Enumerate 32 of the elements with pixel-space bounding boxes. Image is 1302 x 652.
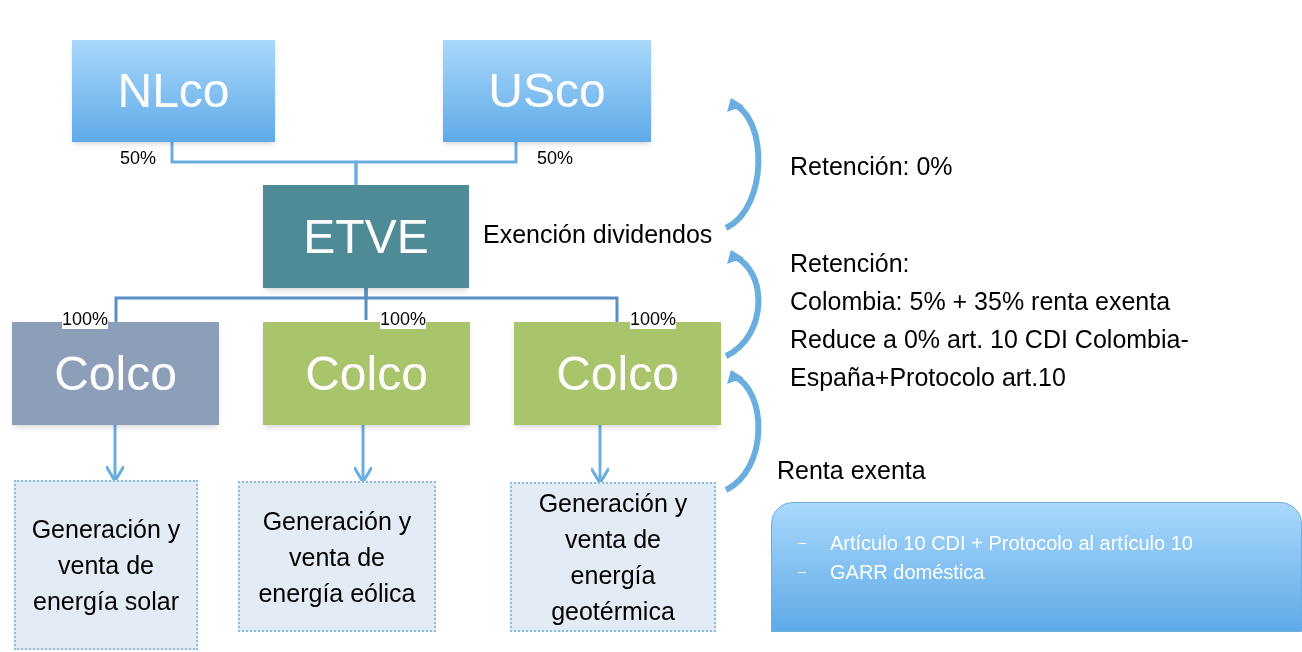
list-item: Artículo 10 CDI + Protocolo al artículo 10 [830, 531, 1193, 556]
note-text: Retención: [790, 248, 911, 279]
note-box [771, 502, 1302, 632]
company-name: Colco [305, 349, 428, 398]
company-box [72, 40, 275, 142]
edge-label: 100% [62, 309, 109, 329]
arrow [589, 425, 611, 485]
note-text: Reduce a 0% art. 10 CDI Colombia-España+Protocolo art.10 [790, 324, 1190, 393]
list-item: GARR doméstica [830, 560, 985, 585]
company-name: ETVE [303, 212, 429, 261]
arrow [352, 425, 374, 484]
edge-label: 100% [630, 309, 677, 329]
note-text: Retención: 0% [790, 151, 954, 182]
company-box [443, 40, 651, 142]
activity-text: Generación y venta de energía eólica [257, 505, 417, 609]
company-box [263, 185, 469, 288]
company-name: Colco [54, 349, 177, 398]
activity-text: Generación y venta de energía solar [30, 514, 182, 617]
connector-line [354, 142, 518, 185]
edge-label: 100% [380, 309, 427, 329]
activity-box [510, 482, 716, 632]
company-name: USco [488, 67, 606, 115]
arrow [104, 425, 126, 483]
note-text: Renta exenta [777, 455, 927, 486]
company-name: NLco [117, 67, 230, 115]
activity-box [238, 481, 436, 632]
note-text: Colombia: 5% + 35% renta exenta [790, 286, 1172, 317]
activity-box [14, 480, 198, 650]
note-text: Exención dividendos [483, 219, 714, 250]
connector-line [364, 288, 619, 322]
activity-text: Generación y venta de energía geotérmica [537, 488, 689, 627]
company-name: Colco [556, 349, 679, 398]
